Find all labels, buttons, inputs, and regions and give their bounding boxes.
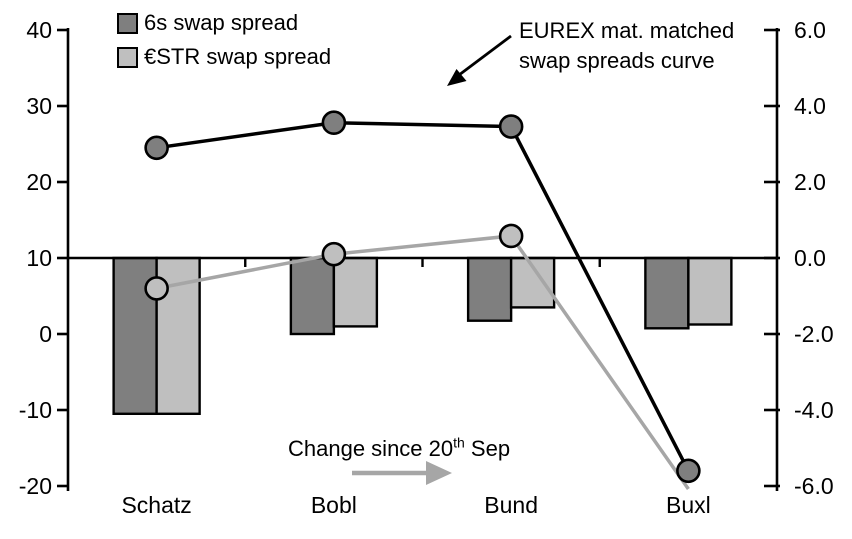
marker-0-Buxl bbox=[676, 458, 701, 484]
y-axis-right-label: 2.0 bbox=[794, 169, 826, 195]
curve-annotation-arrow-shaft bbox=[458, 34, 512, 77]
y-axis-left-label: -10 bbox=[19, 397, 52, 423]
legend-item-6s-swap-spread: 6s swap spread bbox=[117, 10, 331, 36]
marker-1-Bobl bbox=[321, 241, 347, 267]
y-axis-left-label: 40 bbox=[26, 17, 52, 43]
legend-item-estr-swap-spread: €STR swap spread bbox=[117, 44, 331, 70]
change-annotation-prefix: Change since 20 bbox=[288, 436, 454, 461]
marker-0-Bobl bbox=[321, 110, 347, 136]
curve-annotation-line1: EUREX mat. matched bbox=[519, 18, 735, 43]
change-annotation: Change since 20th Sep bbox=[288, 436, 510, 462]
y-axis-left-label: -20 bbox=[19, 473, 52, 499]
y-axis-left-label: 20 bbox=[26, 169, 52, 195]
bar-0-Bobl bbox=[289, 256, 336, 336]
bar-0-Bund bbox=[466, 256, 513, 322]
line-series-1 bbox=[156, 234, 690, 491]
legend-swatch-6s-icon bbox=[117, 12, 138, 34]
bar-0-Buxl bbox=[644, 256, 690, 330]
legend-label-6s: 6s swap spread bbox=[144, 10, 299, 35]
y-axis-left-label: 0 bbox=[39, 321, 52, 347]
y-axis-right-label: 4.0 bbox=[794, 93, 826, 119]
bar-1-Bobl bbox=[332, 256, 379, 328]
y-axis-right-label: -4.0 bbox=[794, 397, 834, 423]
marker-0-Bund bbox=[498, 114, 524, 139]
curve-annotation-line2: swap spreads curve bbox=[519, 48, 715, 73]
x-axis-label-Bobl: Bobl bbox=[311, 492, 357, 518]
legend-swatch-estr-icon bbox=[117, 46, 138, 68]
bar-1-Buxl bbox=[687, 256, 733, 326]
y-axis-right-label: 6.0 bbox=[794, 17, 826, 43]
y-axis-right-label: -2.0 bbox=[794, 321, 834, 347]
legend-label-estr: €STR swap spread bbox=[144, 44, 332, 69]
y-axis-left-label: 30 bbox=[26, 93, 52, 119]
curve-annotation-arrowhead-icon bbox=[447, 69, 467, 86]
y-axis-right-label: 0.0 bbox=[794, 245, 826, 271]
change-annotation-arrowhead-icon bbox=[426, 461, 452, 485]
marker-1-Schatz bbox=[144, 276, 169, 301]
line-series-0 bbox=[156, 120, 690, 472]
x-axis-label-Bund: Bund bbox=[484, 492, 538, 518]
y-axis-right-label: -6.0 bbox=[794, 473, 834, 499]
curve-annotation: EUREX mat. matched swap spreads curve bbox=[519, 16, 734, 76]
marker-1-Bund bbox=[498, 223, 524, 249]
x-axis-label-Buxl: Buxl bbox=[666, 492, 711, 518]
y-axis-left-label: 10 bbox=[26, 245, 52, 271]
x-axis-label-Schatz: Schatz bbox=[121, 492, 191, 518]
change-annotation-superscript: th bbox=[453, 434, 465, 451]
marker-0-Schatz bbox=[144, 135, 169, 161]
legend: 6s swap spread €STR swap spread bbox=[117, 10, 331, 78]
change-annotation-suffix: Sep bbox=[464, 436, 511, 461]
